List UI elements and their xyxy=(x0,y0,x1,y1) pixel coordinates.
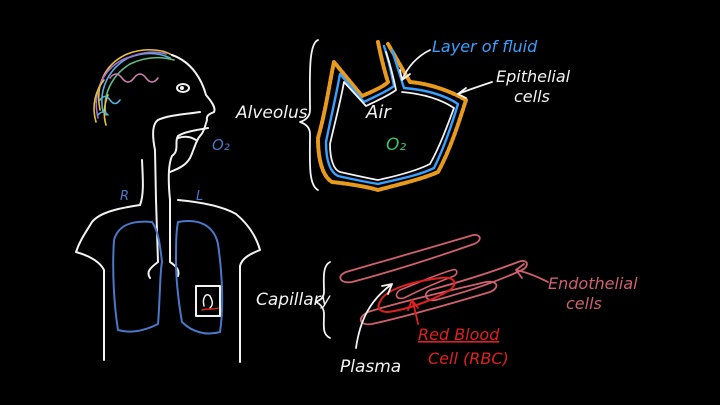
alveolus-label: Alveolus xyxy=(235,103,308,123)
left-label: L xyxy=(196,189,203,204)
capillary-brace xyxy=(315,261,331,339)
endothelial-label-1: Endothelial xyxy=(548,274,638,293)
capillary-label: Capillary xyxy=(256,290,332,310)
capillary-diagram xyxy=(315,234,549,349)
o2-alveolus-label: O₂ xyxy=(386,135,406,155)
lung-right xyxy=(112,220,163,333)
endothelial-cell-1 xyxy=(339,234,481,284)
pupil xyxy=(180,86,184,90)
zoom-capillary xyxy=(201,307,219,311)
fluid-layer xyxy=(324,44,460,186)
epithelial-arrow xyxy=(457,81,493,99)
plasma-label: Plasma xyxy=(340,357,401,377)
nasal-passage xyxy=(152,111,201,201)
rbc-arrow xyxy=(407,299,419,325)
right-label: R xyxy=(120,189,129,204)
alveolus-wall xyxy=(329,51,455,181)
trachea xyxy=(147,199,159,279)
human-figure xyxy=(75,48,261,363)
zoom-alveolus xyxy=(202,294,214,309)
zoom-box xyxy=(195,285,221,317)
rbc-label-1: Red Blood xyxy=(418,325,500,344)
hair-scribble xyxy=(93,48,175,126)
air-label: Air xyxy=(365,102,392,123)
epithelial-label-1: Epithelial xyxy=(496,67,571,86)
epithelial-label-2: cells xyxy=(514,87,550,106)
fluid-label: Layer of fluid xyxy=(432,37,538,56)
endothelial-label-2: cells xyxy=(566,294,602,313)
face-outline xyxy=(169,54,216,173)
endothelial-cell-4 xyxy=(395,268,458,300)
eye xyxy=(176,83,190,93)
neck-left xyxy=(139,159,144,206)
rbc-label-2: Cell (RBC) xyxy=(428,349,509,368)
alveolus-diagram xyxy=(299,39,493,192)
body-right xyxy=(177,199,261,363)
tongue xyxy=(177,135,197,141)
body-left xyxy=(75,204,141,361)
red-blood-cell xyxy=(377,276,456,313)
alveolus-brace xyxy=(299,39,319,191)
endothelial-arrow xyxy=(515,263,549,283)
fluid-arrow xyxy=(399,49,431,81)
plasma-arrow xyxy=(355,283,393,349)
oral-passage xyxy=(167,127,209,201)
endothelial-cell-2 xyxy=(359,280,498,326)
epithelial-layer xyxy=(316,40,468,192)
lung-left xyxy=(175,220,224,335)
o2-mouth-label: O₂ xyxy=(212,136,230,154)
